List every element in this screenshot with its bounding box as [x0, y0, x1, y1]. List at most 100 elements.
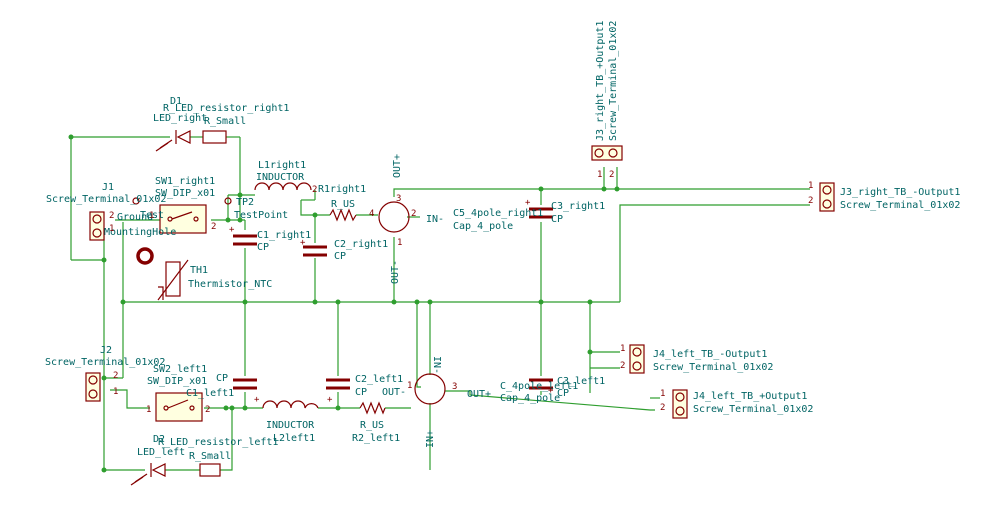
c5-right-label: C5_4pole_right1 [453, 208, 543, 219]
c3-right-label: C3_right1 [551, 201, 605, 212]
pin-label: 1 [660, 389, 665, 399]
opamp-right-symbol [378, 201, 410, 233]
c4-left-label: C_4pole_left1 [500, 381, 578, 392]
mountinghole-label: MountingHole [104, 227, 176, 238]
c2-left-symbol [326, 378, 350, 390]
j2-terminal-symbol [85, 372, 101, 402]
j1-label: J1 [102, 182, 114, 193]
pin-label: 1 [113, 387, 118, 397]
junctions [68, 134, 620, 473]
pin-label: 3 [396, 194, 401, 204]
pin-label: 2 [808, 196, 813, 206]
c2-right-symbol [303, 245, 327, 257]
text-labels: D1 R_LED_resistor_right1 R_Small LED_rig… [45, 21, 960, 462]
svg-text:+: + [525, 198, 531, 208]
pin-label: 2 [211, 222, 216, 232]
test-point-symbol [224, 197, 232, 205]
pin-label: 1 [149, 211, 154, 221]
outm-right-label: OUT- [390, 260, 401, 284]
sw1-value-label: SW_DIP_x01 [155, 188, 215, 199]
pin-label: 1 [109, 224, 114, 234]
pin-label: 1 [407, 381, 412, 391]
j4-plus-label: J4_left_TB_+Output1 [693, 391, 807, 402]
mounting-hole-small [132, 197, 140, 205]
pin-label: 2 [609, 170, 614, 180]
pin-label: 2 [411, 209, 416, 219]
th1-label: TH1 [190, 265, 208, 276]
pin-numbers: 2 1 1 2 2 4 2 3 1 1 2 1 2 2 1 1 2 1 3 1 … [109, 170, 813, 415]
svg-text:+: + [327, 395, 333, 405]
d2-label: D2 [153, 434, 165, 445]
inm-right-label: IN- [426, 214, 444, 225]
opamp-left-symbol [414, 373, 446, 405]
c3-left-label: C3_left1 [557, 376, 605, 387]
c2-left-label: C2_left1 [355, 374, 403, 385]
c1-right-value: CP [257, 242, 269, 253]
c5-right-value: Cap_4_pole [453, 221, 513, 232]
j4-minus-value: Screw_Terminal_01x02 [653, 362, 773, 373]
r-us-left-label: R_US [360, 420, 384, 431]
c1-right-symbol [233, 234, 257, 246]
c3-left-value: CP [557, 388, 569, 399]
j4-plus-value: Screw_Terminal_01x02 [693, 404, 813, 415]
l1-right-label: L1right1 [258, 160, 306, 171]
thermistor-symbol [157, 259, 189, 301]
pin-label: 1 [146, 405, 151, 415]
c3-right-value: CP [551, 214, 563, 225]
test-label: Test [140, 210, 164, 221]
j4-minus-terminal-symbol [629, 344, 645, 374]
inductor-l1-symbol [254, 182, 312, 191]
r-small-left-symbol [199, 463, 221, 477]
svg-text:+: + [300, 238, 306, 248]
pin-label: 2 [312, 185, 317, 195]
r-led-right-label: R_LED_resistor_right1 [163, 103, 289, 114]
c1-right-label: C1_right1 [257, 230, 311, 241]
th1-value: Thermistor_NTC [188, 279, 272, 290]
r-led-left-label: R_LED_resistor_left1 [158, 437, 278, 448]
l2-label: L2left1 [273, 433, 315, 444]
j2-label: J2 [100, 345, 112, 356]
j3-plus-label: J3_right_TB_+Output1 [595, 21, 606, 141]
c3-right-symbol [529, 207, 553, 219]
wires [70, 136, 810, 471]
j1-value-label: Screw_Terminal_01x02 [46, 194, 166, 205]
pin-label: 2 [660, 403, 665, 413]
pin-label: 3 [452, 382, 457, 392]
svg-text:+: + [548, 386, 554, 396]
sw1-symbol [159, 204, 207, 234]
pin-label: 1 [597, 170, 602, 180]
l2-value: INDUCTOR [266, 420, 315, 431]
r-small-right-symbol [202, 130, 227, 144]
svg-text:+: + [254, 395, 260, 405]
outp-left-label: OUT+ [467, 389, 491, 400]
inm-left-label: IN- [431, 356, 442, 374]
svg-text:+: + [229, 225, 235, 235]
led-right-label: LED_right [153, 113, 207, 124]
tp2-label: TP2 [236, 197, 254, 208]
pin-label: 4 [369, 209, 374, 219]
pin-label: 1 [808, 181, 813, 191]
c3-left-symbol [529, 378, 553, 390]
pin-label: 2 [205, 405, 210, 415]
c2-right-label: C2_right1 [334, 239, 388, 250]
r-us-right-label: R_US [331, 199, 355, 210]
c4-left-value: Cap_4_pole [500, 393, 560, 404]
outp-top-label: OUT+ [392, 154, 403, 178]
j3-plus-value: Screw_Terminal_01x02 [608, 21, 619, 141]
inductor-l2-symbol [262, 400, 319, 409]
testpoint-label: TestPoint [234, 210, 288, 221]
j3-minus-label: J3_right_TB_-Output1 [840, 187, 960, 198]
pin-label: 1 [397, 238, 402, 248]
led-right-symbol [155, 130, 191, 152]
ground-label: Ground [117, 212, 153, 223]
polarity-marks: + + + + + + [229, 198, 554, 405]
r-small-left-label: R_Small [189, 451, 231, 462]
r-us-left-symbol [359, 401, 386, 415]
pin-label: 2 [109, 211, 114, 221]
j3-plus-terminal-symbol [591, 145, 623, 161]
cp-left-label: CP [216, 373, 228, 384]
pin-label: 2 [620, 361, 625, 371]
sw1-label: SW1_right1 [155, 176, 215, 187]
sw2-label: SW2_left1 [153, 364, 207, 375]
